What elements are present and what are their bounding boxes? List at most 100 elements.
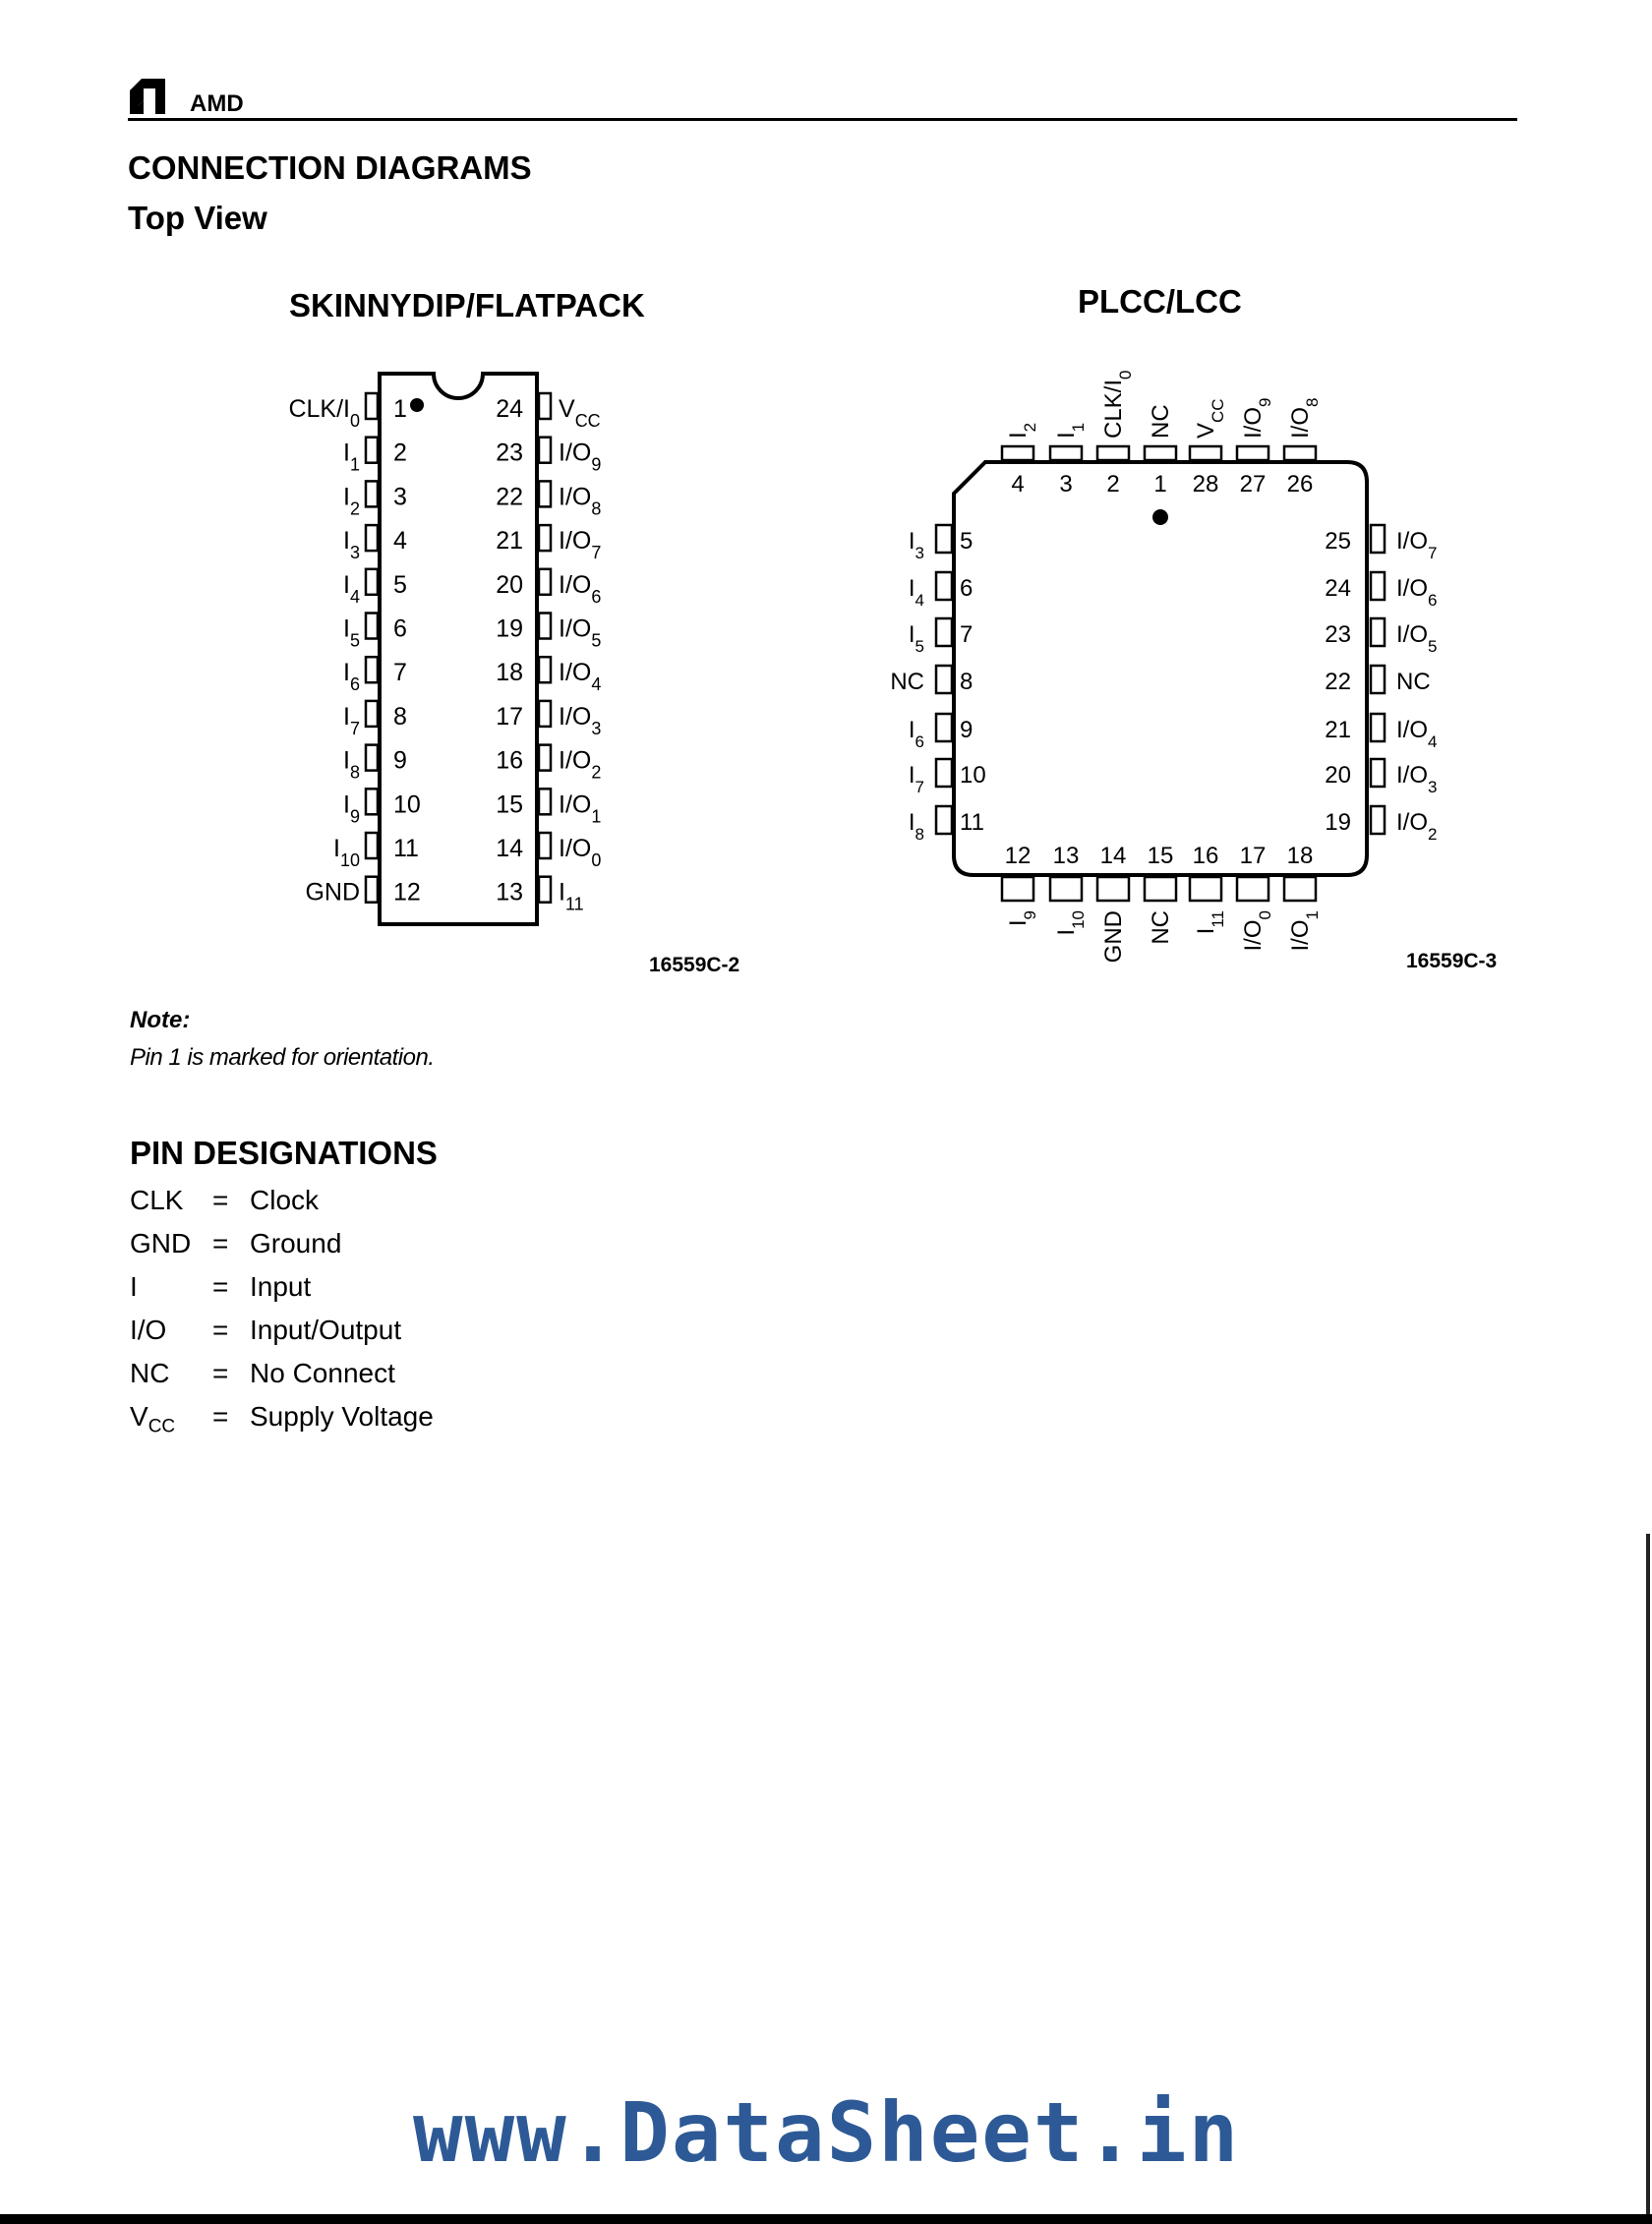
dip-pin-number-9: 9 <box>393 747 407 775</box>
note-text: Pin 1 is marked for orientation. <box>130 1044 435 1071</box>
watermark: www.DataSheet.in <box>413 2084 1241 2181</box>
dip-pin-14 <box>537 831 553 860</box>
plcc-pin-26 <box>1282 444 1318 462</box>
dip-pin-19 <box>537 612 553 640</box>
plcc-pin-label-23: I/O5 <box>1396 621 1437 656</box>
pin-description: Clock <box>250 1185 320 1215</box>
pin-equals: = <box>212 1358 229 1388</box>
dip-pin-number-19: 19 <box>496 615 523 643</box>
plcc-pin-label-25: I/O7 <box>1396 528 1437 562</box>
plcc-pin-label-11: I8 <box>909 809 924 844</box>
plcc-pin-22 <box>1369 664 1386 695</box>
plcc-pin-10 <box>934 757 954 789</box>
dip-pin-label-17: I/O3 <box>559 703 601 738</box>
dip-pin-number-12: 12 <box>393 879 421 907</box>
plcc-pin-label-6: I4 <box>909 575 924 610</box>
plcc-pin-number-28: 28 <box>1193 471 1219 497</box>
dip-pin-23 <box>537 436 553 464</box>
plcc-pin-number-15: 15 <box>1148 843 1174 869</box>
pin-equals: = <box>212 1401 229 1432</box>
pin-equals: = <box>212 1315 229 1345</box>
pin-equals: = <box>212 1271 229 1302</box>
dip-pin-number-3: 3 <box>393 483 407 510</box>
plcc-pin-14 <box>1095 875 1131 903</box>
pin1-marker-dot <box>410 398 424 412</box>
scan-edge <box>1646 1534 1650 2214</box>
plcc-pin-label-22: NC <box>1396 669 1431 695</box>
dip-title: SKINNYDIP/FLATPACK <box>289 287 645 323</box>
dip-pin-number-1: 1 <box>393 395 407 423</box>
dip-pin-label-9: I8 <box>343 747 360 783</box>
plcc-pin-4 <box>1000 444 1035 462</box>
plcc-pin-11 <box>934 804 954 836</box>
plcc-pin-number-14: 14 <box>1100 843 1127 869</box>
plcc-pin-8 <box>934 664 954 695</box>
plcc-pin-3 <box>1048 444 1084 462</box>
dip-pin-number-17: 17 <box>496 703 523 731</box>
pin-symbol: VCC <box>130 1401 176 1437</box>
dip-pin-21 <box>537 523 553 553</box>
plcc-pin-7 <box>934 616 954 648</box>
pin-symbol: I/O <box>130 1315 167 1345</box>
plcc-pin-number-26: 26 <box>1287 471 1314 497</box>
plcc-pin-20 <box>1369 757 1386 789</box>
dip-pin-number-13: 13 <box>496 879 523 907</box>
plcc-pin-label-14: GND <box>1100 910 1127 963</box>
dip-body <box>378 372 539 926</box>
plcc-pin-label-17: I/O0 <box>1240 910 1274 951</box>
plcc-pin-number-1: 1 <box>1153 471 1166 497</box>
dip-pin-number-5: 5 <box>393 571 407 599</box>
plcc-pin-number-17: 17 <box>1240 843 1267 869</box>
dip-pin-8 <box>364 699 380 729</box>
plcc-pin-label-2: CLK/I0 <box>1100 371 1135 439</box>
dip-pin-label-22: I/O8 <box>559 483 601 518</box>
dip-pin-label-1: CLK/I0 <box>288 395 360 431</box>
plcc-pin-label-3: I1 <box>1053 423 1088 439</box>
plcc-pin-number-3: 3 <box>1059 471 1072 497</box>
plcc-pin-label-26: I/O8 <box>1287 398 1322 439</box>
dip-pin-label-3: I2 <box>343 483 360 518</box>
dip-pin-label-12: GND <box>305 879 360 907</box>
plcc-pin-13 <box>1048 875 1084 903</box>
dip-pin-number-14: 14 <box>496 835 523 862</box>
plcc-pin-label-10: I7 <box>909 762 924 796</box>
dip-pin-label-6: I5 <box>343 615 360 651</box>
plcc-pin-17 <box>1235 875 1270 903</box>
plcc-pin-label-8: NC <box>890 669 924 695</box>
plcc-pin-5 <box>934 523 954 555</box>
section-subtitle: Top View <box>128 200 267 236</box>
plcc-pin-25 <box>1369 523 1386 555</box>
plcc-pin-24 <box>1369 570 1386 602</box>
dip-pin-15 <box>537 788 553 816</box>
plcc-pin-23 <box>1369 616 1386 648</box>
plcc-pin-number-12: 12 <box>1005 843 1032 869</box>
dip-pin-9 <box>364 743 380 772</box>
dip-pin-3 <box>364 480 380 508</box>
dip-pin-20 <box>537 567 553 597</box>
plcc-pin-number-5: 5 <box>960 528 973 555</box>
plcc-pin-label-9: I6 <box>909 717 924 751</box>
plcc-pin-number-27: 27 <box>1240 471 1267 497</box>
pin-description: Input/Output <box>250 1315 402 1345</box>
dip-pin-number-16: 16 <box>496 747 523 775</box>
dip-pin-label-14: I/O0 <box>559 835 601 870</box>
pin-description: No Connect <box>250 1358 395 1388</box>
plcc-pin-9 <box>934 712 954 743</box>
plcc-pin-label-4: I2 <box>1005 423 1039 439</box>
dip-pin-label-20: I/O6 <box>559 571 601 607</box>
plcc-pin-number-20: 20 <box>1325 762 1351 789</box>
plcc-pin-label-15: NC <box>1148 910 1174 945</box>
dip-pin-label-8: I7 <box>343 703 360 738</box>
dip-pin-10 <box>364 788 380 816</box>
plcc-pin-label-18: I/O1 <box>1287 910 1322 951</box>
plcc-pin-number-25: 25 <box>1325 528 1351 555</box>
dip-pin-number-11: 11 <box>393 835 419 862</box>
plcc-ref: 16559C-3 <box>1406 950 1498 972</box>
dip-pin-number-7: 7 <box>393 659 407 686</box>
plcc-pin-21 <box>1369 712 1386 743</box>
dip-pin-label-5: I4 <box>343 571 360 607</box>
plcc-pin-number-13: 13 <box>1053 843 1080 869</box>
pin-description: Input <box>250 1271 312 1302</box>
dip-pin-label-4: I3 <box>343 527 360 562</box>
plcc-pin-label-12: I9 <box>1005 910 1039 926</box>
